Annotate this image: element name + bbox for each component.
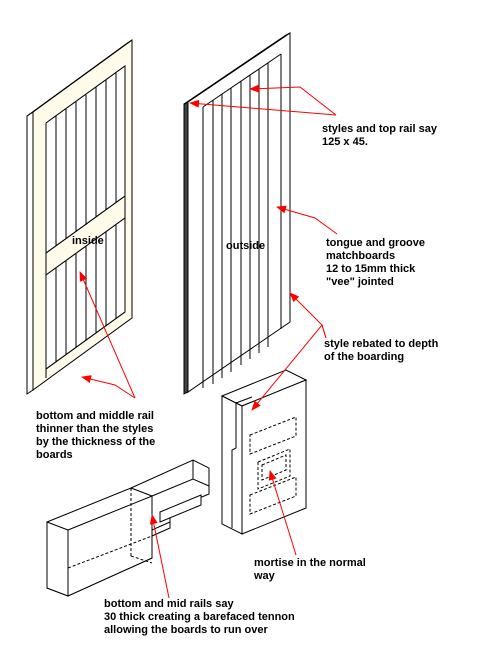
label-style-rebated: style rebated to depth of the boarding [324,338,439,363]
arrow-mortise [268,470,297,556]
label-mortise: mortise in the normal way [254,557,366,582]
label-styles-top-rail: styles and top rail say 125 x 45. [322,123,437,148]
style-block [220,369,308,535]
inside-door-side-edge [26,111,34,395]
outside-door [183,32,291,395]
rail-front-face [46,521,69,597]
arrow-bottom-middle-rail-2 [81,375,136,399]
inside-door [26,39,133,395]
arrow-styles-top-rail-2 [189,99,337,116]
label-bottom-mid-rails-say: bottom and mid rails say 30 thick creati… [104,598,295,636]
label-tongue-groove: tongue and groove matchboards 12 to 15mm… [326,237,425,288]
label-outside: outside [226,240,266,252]
arrow-tongue-groove [276,205,338,235]
arrow-bottom-middle-rail-1 [79,271,136,399]
arrow-styles-top-rail-1 [249,84,337,116]
label-inside: inside [72,235,104,247]
inside-door-top-edge [26,39,133,117]
rail-block [46,459,210,597]
arrow-style-rebated [289,292,327,339]
arrow-style-rebated-block [251,323,327,411]
style-right-face [241,379,307,535]
outside-door-top-edge [183,32,291,105]
arrow-rails-say [149,514,170,599]
label-bottom-middle-rail: bottom and middle rail thinner than the … [36,410,156,461]
outside-door-edge [183,101,189,395]
leader-arrows [79,84,338,599]
